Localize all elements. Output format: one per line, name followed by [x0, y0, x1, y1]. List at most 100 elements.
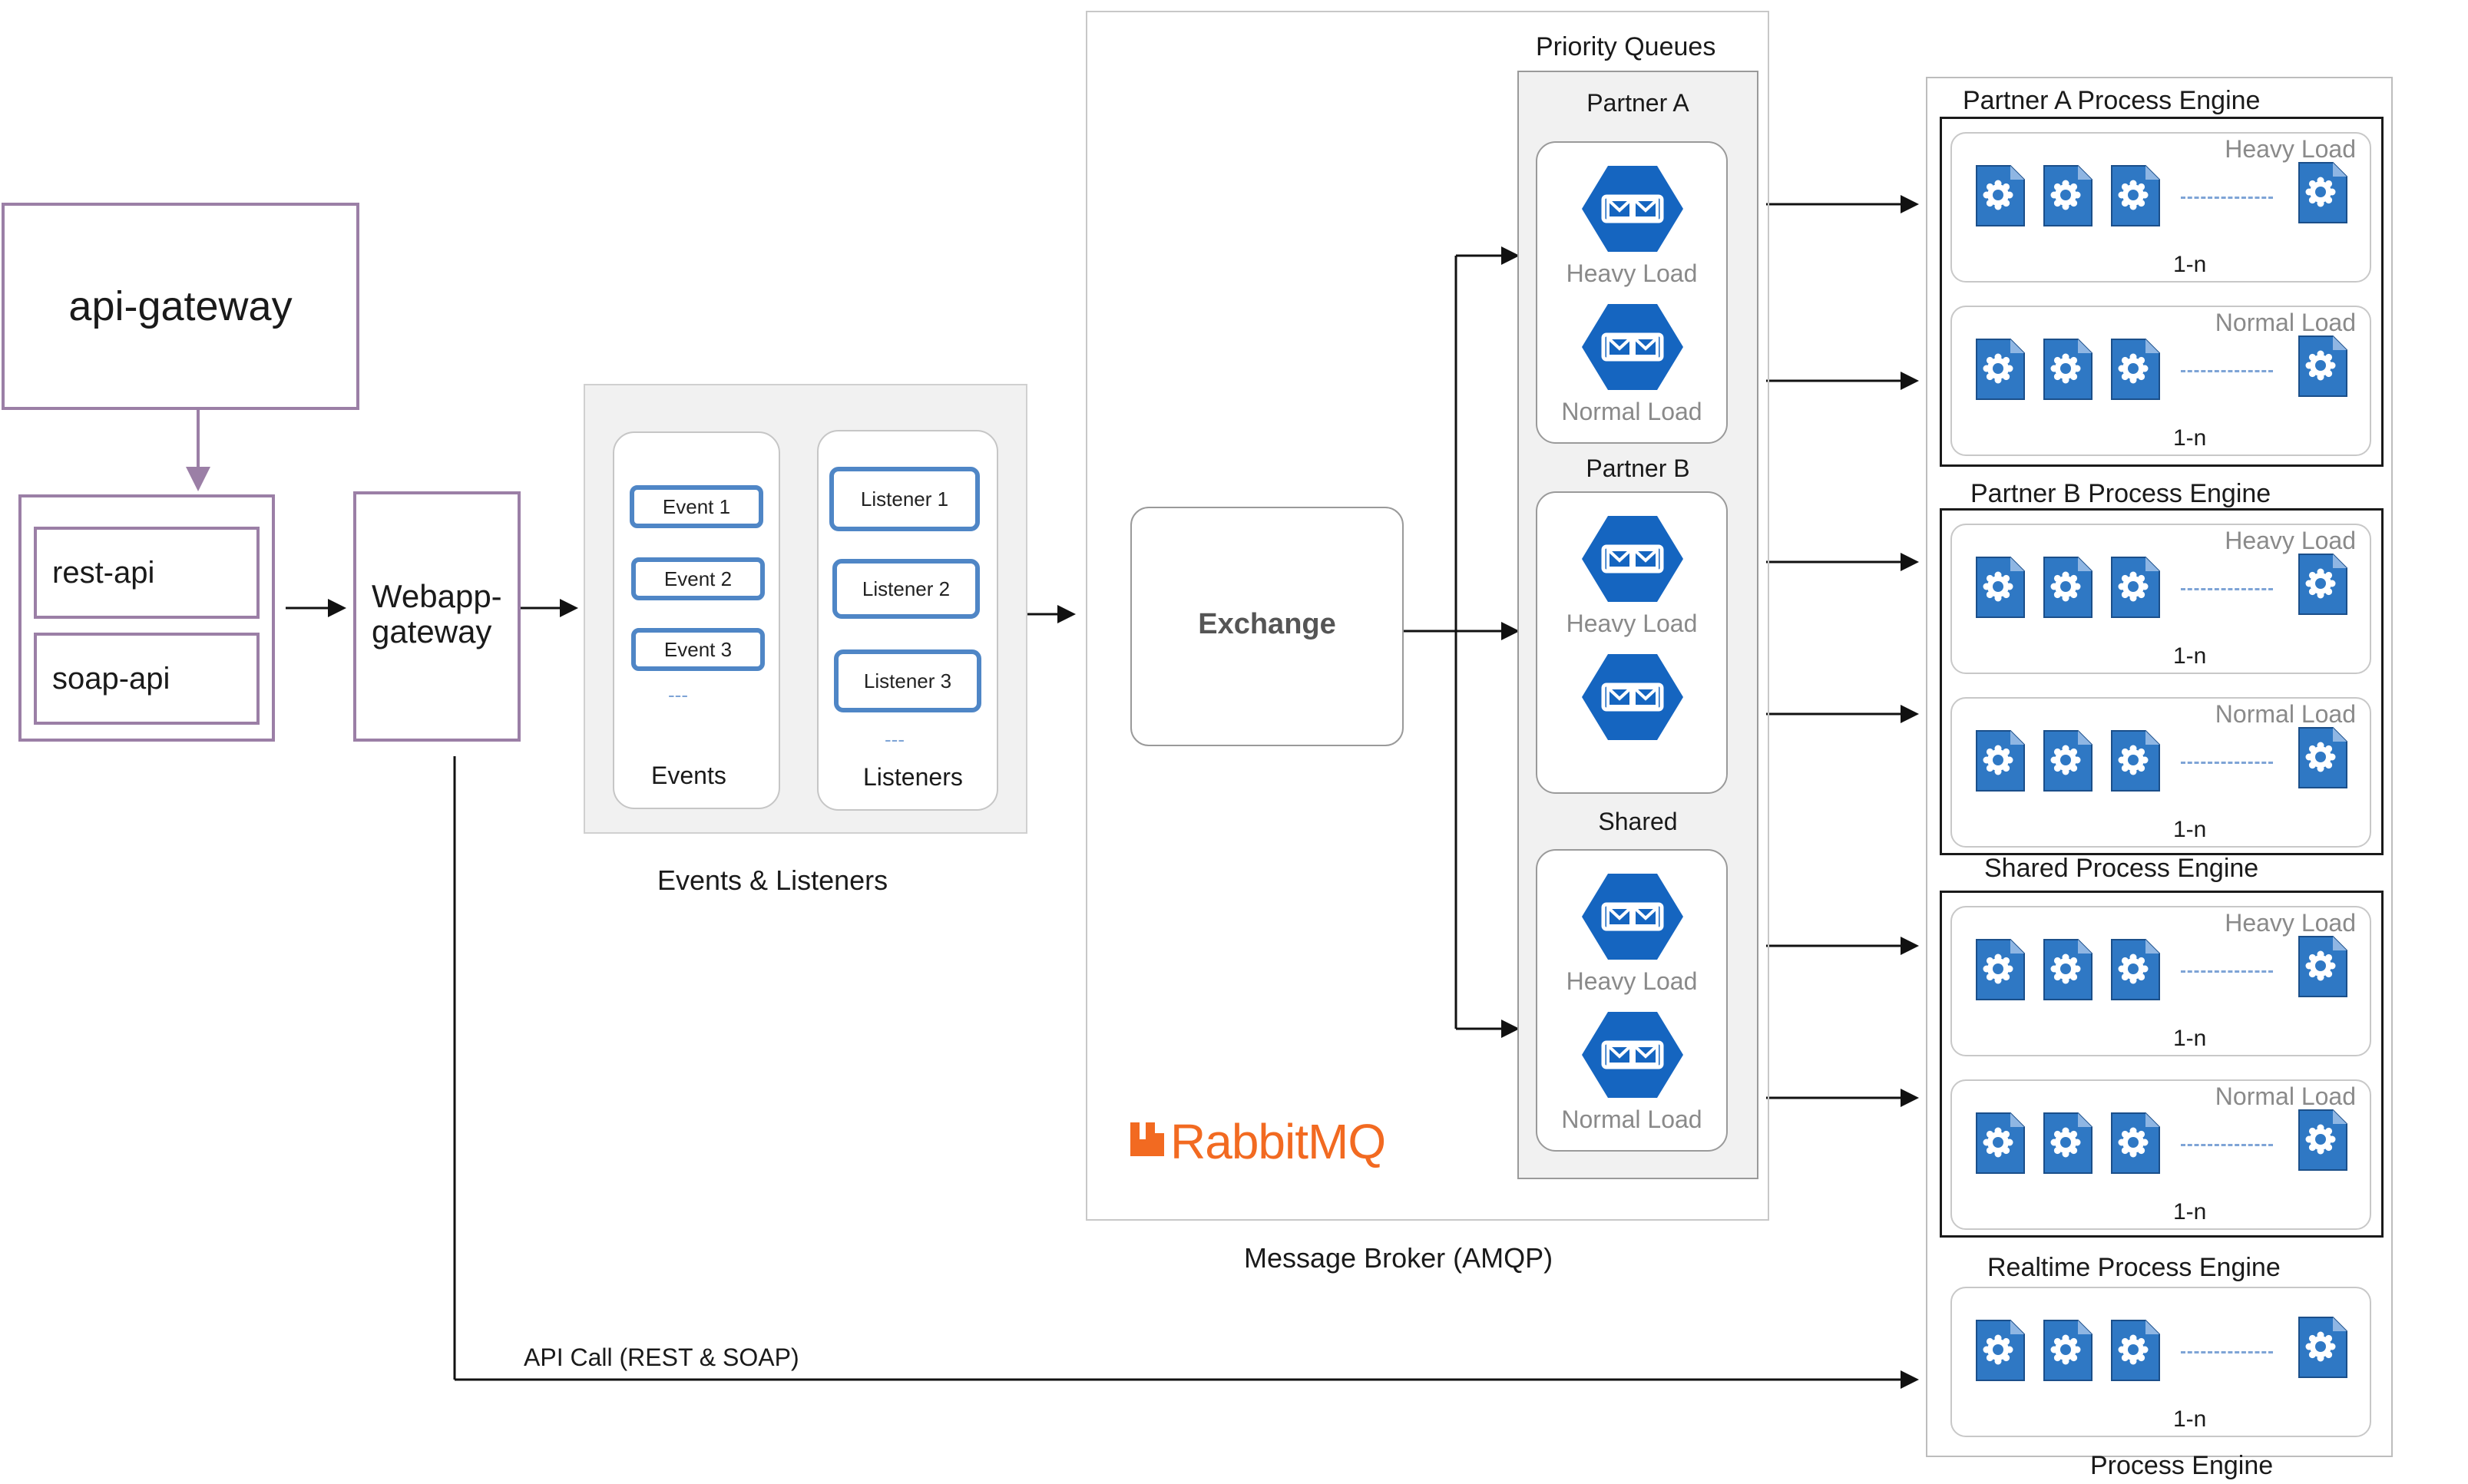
- soap-api-label: soap-api: [52, 662, 170, 696]
- envelope-hexagon-icon: [1582, 304, 1683, 390]
- gear-document-icon: [2111, 339, 2160, 400]
- worker-count: 1-n: [2173, 425, 2207, 451]
- gear-document-icon: [2111, 939, 2160, 1000]
- worker-ellipsis-line: [2181, 1351, 2273, 1353]
- queue-label: Heavy Load: [1566, 259, 1698, 287]
- gear-document-icon: [2043, 165, 2093, 226]
- soap-api-box: soap-api: [34, 633, 260, 725]
- gear-document-icon: [2111, 557, 2160, 618]
- process-engine-name: Shared Process Engine: [1984, 854, 2259, 883]
- worker-count: 1-n: [2173, 252, 2207, 277]
- queue-group-label: Partner A: [1586, 89, 1689, 117]
- process-engine-name: Partner A Process Engine: [1963, 86, 2261, 115]
- gear-document-icon: [2298, 727, 2347, 788]
- gear-document-icon: [2298, 554, 2347, 615]
- worker-pool-load-label: Normal Load: [2215, 1082, 2356, 1110]
- gear-document-icon: [2298, 1317, 2347, 1378]
- worker-count: 1-n: [2173, 1199, 2207, 1225]
- gear-document-icon: [1976, 730, 2025, 792]
- rabbit-logo-icon: [1130, 1122, 1164, 1156]
- worker-count: 1-n: [2173, 643, 2207, 669]
- message-broker-title: Message Broker (AMQP): [1244, 1242, 1553, 1274]
- process-engine-box: [1940, 117, 2384, 467]
- gear-document-icon: [2043, 1112, 2093, 1174]
- gear-document-icon: [2111, 1112, 2160, 1174]
- gear-document-icon: [1976, 339, 2025, 400]
- queue-label: Normal Load: [1561, 1106, 1702, 1133]
- api-container: rest-api soap-api: [18, 494, 275, 742]
- api-call-label: API Call (REST & SOAP): [524, 1344, 799, 1371]
- events-listeners-panel: Event 1 Event 2 Event 3 --- Events Liste…: [584, 384, 1027, 834]
- envelope-hexagon-icon: [1582, 516, 1683, 602]
- gear-document-icon: [2298, 162, 2347, 223]
- api-gateway-box: api-gateway: [2, 203, 359, 410]
- process-engine-panel: [1926, 77, 2393, 1457]
- queue-group-label: Partner B: [1586, 454, 1690, 482]
- gear-document-icon: [2111, 730, 2160, 792]
- queue-label: Heavy Load: [1566, 610, 1698, 637]
- process-engine-box: [1940, 891, 2384, 1238]
- worker-count: 1-n: [2173, 817, 2207, 842]
- listener-3: Listener 3: [834, 649, 981, 712]
- events-listeners-title: Events & Listeners: [657, 864, 888, 896]
- listener-2: Listener 2: [832, 559, 980, 619]
- gear-document-icon: [2043, 1320, 2093, 1381]
- gear-document-icon: [1976, 557, 2025, 618]
- gear-document-icon: [1976, 165, 2025, 226]
- exchange-label: Exchange: [1198, 608, 1336, 640]
- process-engine-title: Process Engine: [2090, 1451, 2274, 1480]
- worker-pool-load-label: Heavy Load: [2225, 909, 2356, 937]
- listeners-ellipsis: ---: [885, 728, 905, 751]
- rest-api-label: rest-api: [52, 556, 155, 590]
- queue-label: Normal Load: [1561, 398, 1702, 425]
- gear-document-icon: [1976, 939, 2025, 1000]
- queue-group-label: Shared: [1598, 808, 1678, 835]
- rest-api-box: rest-api: [34, 527, 260, 619]
- events-column: Event 1 Event 2 Event 3 --- Events: [613, 431, 780, 809]
- event-1: Event 1: [630, 485, 763, 528]
- exchange-box: Exchange: [1130, 507, 1404, 746]
- envelope-hexagon-icon: [1582, 874, 1683, 960]
- worker-count: 1-n: [2173, 1406, 2207, 1432]
- event-2: Event 2: [631, 557, 765, 600]
- process-engine-name: Partner B Process Engine: [1970, 479, 2271, 508]
- worker-ellipsis-line: [2181, 370, 2273, 372]
- listener-1: Listener 1: [829, 467, 980, 531]
- listeners-caption: Listeners: [863, 763, 963, 791]
- queue-label: Heavy Load: [1566, 967, 1698, 995]
- gear-document-icon: [2298, 1109, 2347, 1171]
- events-caption: Events: [651, 762, 726, 789]
- worker-pool-load-label: Heavy Load: [2225, 135, 2356, 163]
- worker-ellipsis-line: [2181, 197, 2273, 199]
- worker-pool-load-label: Normal Load: [2215, 700, 2356, 728]
- message-broker-panel: Exchange RabbitMQ: [1086, 11, 1769, 1221]
- events-ellipsis: ---: [668, 683, 688, 706]
- gear-document-icon: [2111, 165, 2160, 226]
- worker-pool-load-label: Normal Load: [2215, 309, 2356, 336]
- gear-document-icon: [2298, 335, 2347, 397]
- process-engine-name: Realtime Process Engine: [1987, 1253, 2281, 1282]
- process-engine-box: [1940, 508, 2384, 855]
- gear-document-icon: [1976, 1320, 2025, 1381]
- envelope-hexagon-icon: [1582, 166, 1683, 252]
- api-gateway-label: api-gateway: [68, 283, 293, 329]
- worker-ellipsis-line: [2181, 762, 2273, 764]
- webapp-gateway-label: Webapp- gateway: [372, 578, 502, 649]
- rabbitmq-logo-text: RabbitMQ: [1170, 1114, 1386, 1169]
- envelope-hexagon-icon: [1582, 654, 1683, 740]
- rabbitmq-logo: RabbitMQ: [1127, 1109, 1404, 1170]
- worker-pool-load-label: Heavy Load: [2225, 527, 2356, 554]
- webapp-gateway-box: Webapp- gateway: [353, 491, 521, 742]
- worker-ellipsis-line: [2181, 1144, 2273, 1146]
- gear-document-icon: [2111, 1320, 2160, 1381]
- gear-document-icon: [2043, 939, 2093, 1000]
- worker-ellipsis-line: [2181, 588, 2273, 590]
- gear-document-icon: [2043, 730, 2093, 792]
- priority-queues-title: Priority Queues: [1536, 32, 1716, 61]
- listeners-column: Listener 1 Listener 2 Listener 3 --- Lis…: [817, 430, 998, 811]
- event-3: Event 3: [631, 628, 765, 671]
- gear-document-icon: [2298, 936, 2347, 997]
- envelope-hexagon-icon: [1582, 1012, 1683, 1098]
- gear-document-icon: [1976, 1112, 2025, 1174]
